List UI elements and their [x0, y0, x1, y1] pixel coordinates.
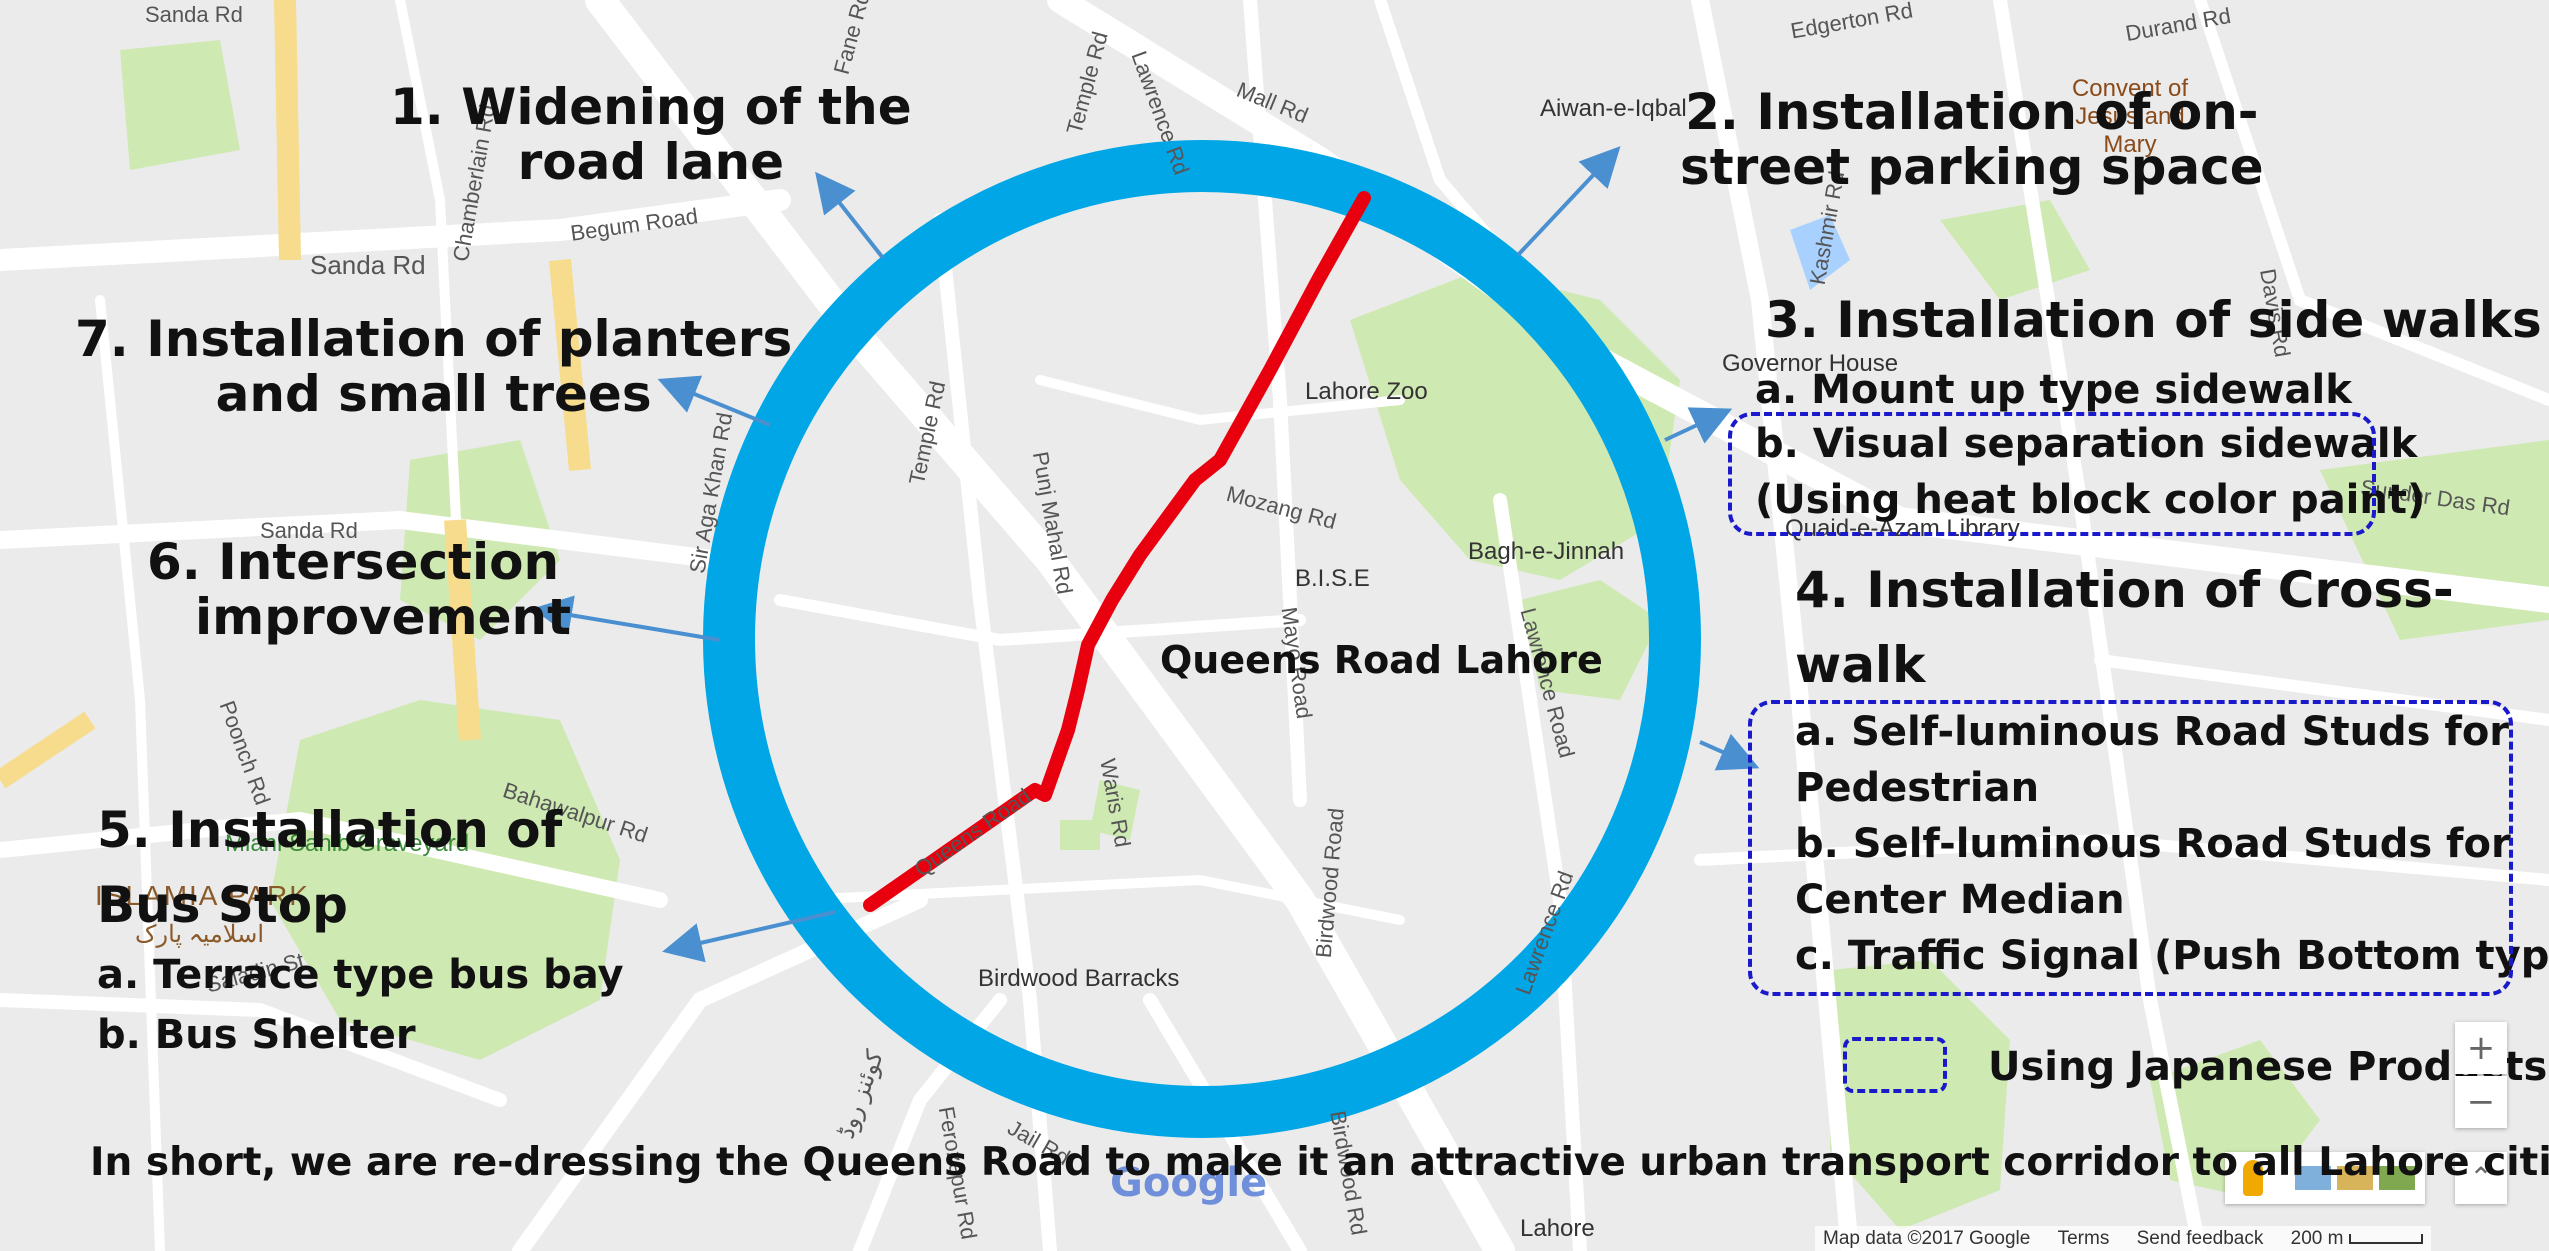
imagery-thumb-icon	[2379, 1166, 2415, 1190]
street-label: Sanda Rd	[145, 2, 243, 27]
place-label: Convent of Jesus and Mary	[2071, 75, 2189, 158]
place-label: Aiwan-e-Iqbal	[1540, 95, 1687, 122]
zoom-in-button[interactable]: +	[2455, 1022, 2507, 1074]
item-4a-cont: Pedestrian	[1795, 765, 2040, 811]
scale-bar: 200 m	[2291, 1228, 2424, 1249]
item-1-line2: road lane	[517, 133, 784, 191]
street-label: Sanda Rd	[260, 518, 358, 543]
legend-swatch	[1843, 1037, 1947, 1093]
item-4c: c. Traffic Signal (Push Bottom type)	[1795, 933, 2549, 979]
zoom-out-button[interactable]: −	[2455, 1076, 2507, 1128]
place-label: Lahore	[1520, 1215, 1595, 1242]
center-label: Queens Road Lahore	[1160, 638, 1603, 682]
scale-label: 200 m	[2290, 1228, 2344, 1249]
item-6-title: 6. Intersection improvement	[135, 535, 571, 645]
footer-summary: In short, we are re-dressing the Queens …	[90, 1140, 2549, 1185]
item-2-title: 2. Installation of on- street parking sp…	[1680, 85, 2264, 195]
item-3b-note: (Using heat block color paint)	[1755, 477, 2426, 523]
imagery-thumb-icon	[2337, 1166, 2373, 1190]
place-label: اسلامیہ پارک	[135, 921, 264, 948]
place-label: Bagh-e-Jinnah	[1468, 538, 1625, 565]
item-1-title: 1. Widening of the road lane	[390, 80, 912, 190]
item-5-line2: Bus Stop	[97, 876, 348, 934]
street-label: Sanda Rd	[310, 250, 426, 280]
item-2-line2: street parking space	[1680, 138, 2264, 196]
item-4a: a. Self-luminous Road Studs for	[1795, 709, 2510, 755]
item-4b: b. Self-luminous Road Studs for	[1795, 821, 2511, 867]
place-label: ISLAMIA PARK	[95, 880, 310, 911]
park-areas	[120, 40, 2549, 1230]
place-label: B.I.S.E	[1295, 565, 1370, 592]
japanese-product-box	[1728, 412, 2376, 536]
item-5-line1: 5. Installation of	[97, 801, 563, 859]
arterial-roads	[0, 0, 591, 789]
place-label: Quaid-e-Azam Library	[1785, 515, 2020, 542]
terms-link[interactable]: Terms	[2057, 1228, 2110, 1249]
place-label: Birdwood Barracks	[978, 965, 1180, 992]
item-6-line2: improvement	[195, 588, 572, 646]
item-7-line2: and small trees	[215, 365, 652, 423]
item-4-title-line2: walk	[1795, 636, 1926, 694]
street-view-panel[interactable]	[2225, 1152, 2425, 1204]
callout-arrows	[532, 146, 1760, 963]
google-logo: Google	[1110, 1160, 1268, 1206]
place-label: Governor House	[1722, 350, 1899, 377]
place-label: Miani Sahib Graveyard	[225, 830, 470, 857]
queens-road-route	[863, 191, 1371, 912]
item-6-line1: 6. Intersection	[146, 533, 560, 591]
item-4-title-line1: 4. Installation of Cross-	[1795, 561, 2454, 619]
imagery-thumb-icon	[2295, 1166, 2331, 1190]
map-data-credit: Map data ©2017 Google	[1823, 1228, 2031, 1249]
item-2-line1: 2. Installation of on-	[1685, 83, 2259, 141]
item-3a: a. Mount up type sidewalk	[1755, 367, 2352, 413]
item-1-line1: 1. Widening of the	[390, 78, 912, 136]
send-feedback-link[interactable]: Send feedback	[2136, 1228, 2264, 1249]
japanese-product-box	[1748, 700, 2513, 996]
item-3-title: 3. Installation of side walks	[1765, 291, 2542, 349]
item-5a: a. Terrace type bus bay	[97, 952, 624, 998]
item-7-title: 7. Installation of planters and small tr…	[75, 312, 792, 422]
item-3b: b. Visual separation sidewalk	[1755, 421, 2418, 467]
item-5b: b. Bus Shelter	[97, 1012, 416, 1058]
place-label: Lahore Zoo	[1305, 378, 1428, 405]
pegman-icon[interactable]	[2243, 1160, 2263, 1196]
collapse-button[interactable]: ⌃	[2455, 1152, 2507, 1204]
water-body	[1790, 215, 1850, 290]
item-7-line1: 7. Installation of planters	[75, 310, 793, 368]
legend-label: Using Japanese Products	[1988, 1044, 2548, 1090]
attribution-bar: Map data ©2017 Google Terms Send feedbac…	[1815, 1226, 2432, 1251]
highlight-ring	[703, 140, 1701, 1138]
item-4b-cont: Center Median	[1795, 877, 2125, 923]
